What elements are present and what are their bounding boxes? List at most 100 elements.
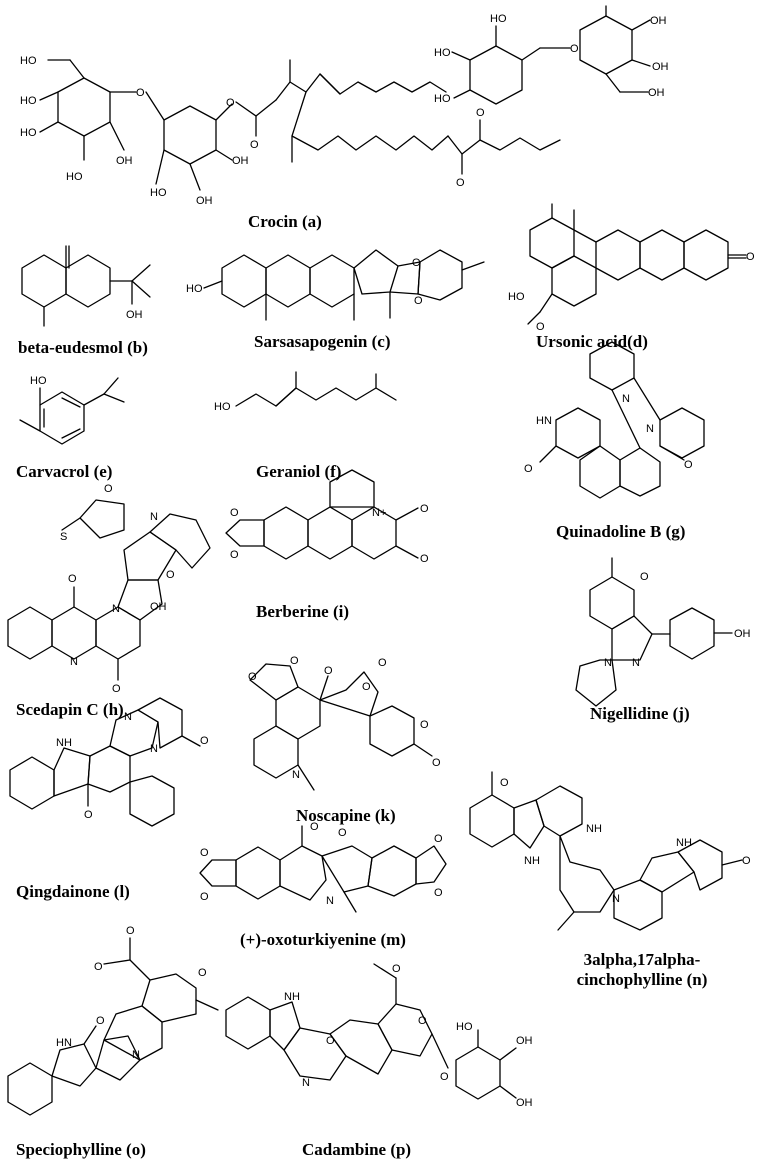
- atom-label: O: [746, 251, 755, 263]
- atom-label: HO: [66, 171, 83, 183]
- caption-crocin: Crocin (a): [248, 212, 322, 231]
- structure-ursonic-acid: O HO O: [508, 203, 755, 333]
- atom-label: OH: [734, 628, 751, 640]
- atom-label: O: [200, 735, 209, 747]
- atom-label: O: [500, 777, 509, 789]
- atom-label: O: [392, 963, 401, 975]
- atom-label: O: [414, 295, 423, 307]
- atom-label: O: [434, 833, 443, 845]
- atom-label: OH: [516, 1035, 533, 1047]
- structure-crocin: HO HO HO HO OH O HO OH OH O O O O HO HO …: [20, 5, 669, 207]
- caption-ursonic-acid: Ursonic acid(d): [536, 332, 648, 351]
- atom-label: N: [622, 393, 630, 405]
- atom-label: OH: [652, 61, 669, 73]
- structure-nigellidine: O N N OH: [575, 557, 751, 707]
- atom-label: O: [248, 671, 257, 683]
- atom-label: N+: [372, 507, 386, 519]
- atom-label: HO: [20, 55, 37, 67]
- atom-label: HO: [20, 127, 37, 139]
- caption-carvacrol: Carvacrol (e): [16, 462, 113, 481]
- atom-label: O: [94, 961, 103, 973]
- caption-beta-eudesmol: beta-eudesmol (b): [18, 338, 148, 357]
- atom-label: N: [150, 511, 158, 523]
- atom-label: HO: [434, 93, 451, 105]
- caption-cinchophylline-line2: cinchophylline (n): [576, 970, 708, 989]
- atom-label: O: [112, 683, 121, 695]
- caption-cinchophylline: 3alpha,17alpha- cinchophylline (n): [542, 950, 742, 990]
- atom-label: N: [150, 743, 158, 755]
- atom-label: NH: [56, 737, 72, 749]
- caption-berberine: Berberine (i): [256, 602, 349, 621]
- atom-label: O: [420, 553, 429, 565]
- structure-oxoturkiyenine: O O O O N O O: [199, 821, 447, 913]
- atom-label: HO: [456, 1021, 473, 1033]
- structure-speciophylline: HN O N O O O: [7, 925, 219, 1116]
- atom-label: O: [230, 507, 239, 519]
- atom-label: NH: [284, 991, 300, 1003]
- structure-berberine: N+ O O O O: [225, 469, 429, 565]
- caption-scedapin-c: Scedapin C (h): [16, 700, 124, 719]
- caption-oxoturkiyenine: (+)-oxoturkiyenine (m): [240, 930, 406, 949]
- caption-speciophylline: Speciophylline (o): [16, 1140, 146, 1159]
- atom-label: O: [166, 569, 175, 581]
- atom-label: O: [456, 177, 465, 189]
- atom-label: O: [126, 925, 135, 937]
- atom-label: O: [338, 827, 347, 839]
- atom-label: O: [524, 463, 533, 475]
- atom-label: OH: [648, 87, 665, 99]
- atom-label: HN: [536, 415, 552, 427]
- atom-label: N: [646, 423, 654, 435]
- structure-cadambine: NH N O O O O HO OH OH: [225, 963, 533, 1109]
- atom-label: O: [230, 549, 239, 561]
- atom-label: O: [412, 257, 421, 269]
- atom-label: O: [536, 321, 545, 333]
- atom-label: O: [570, 43, 579, 55]
- atom-label: OH: [196, 195, 213, 207]
- atom-label: NH: [586, 823, 602, 835]
- atom-label: O: [476, 107, 485, 119]
- atom-label: O: [378, 657, 387, 669]
- atom-label: O: [420, 503, 429, 515]
- structure-sarsasapogenin: HO O O: [186, 249, 485, 321]
- atom-label: O: [290, 655, 299, 667]
- atom-label: O: [200, 847, 209, 859]
- caption-quinadoline-b: Quinadoline B (g): [556, 522, 686, 541]
- structure-geraniol: HO: [214, 371, 397, 413]
- atom-label: OH: [116, 155, 133, 167]
- atom-label: O: [324, 665, 333, 677]
- structure-beta-eudesmol: OH: [21, 245, 151, 327]
- atom-label: N: [132, 1049, 140, 1061]
- atom-label: HN: [56, 1037, 72, 1049]
- atom-label: O: [68, 573, 77, 585]
- caption-nigellidine: Nigellidine (j): [590, 704, 690, 723]
- structure-cinchophylline: O NH NH NH O N: [469, 771, 751, 931]
- atom-label: O: [326, 1035, 335, 1047]
- atom-label: HO: [434, 47, 451, 59]
- atom-label: HO: [20, 95, 37, 107]
- caption-cadambine: Cadambine (p): [302, 1140, 412, 1159]
- atom-label: O: [742, 855, 751, 867]
- atom-label: HO: [214, 401, 231, 413]
- structure-noscapine: N O O O O O O O: [248, 655, 441, 791]
- structure-qingdainone: NH O N N O: [9, 697, 209, 827]
- atom-label: OH: [650, 15, 667, 27]
- atom-label: O: [418, 1015, 427, 1027]
- atom-label: O: [226, 97, 235, 109]
- atom-label: N: [124, 711, 132, 723]
- atom-label: O: [84, 809, 93, 821]
- atom-label: HO: [30, 375, 47, 387]
- atom-label: O: [200, 891, 209, 903]
- atom-label: O: [420, 719, 429, 731]
- atom-label: OH: [232, 155, 249, 167]
- atom-label: N: [112, 603, 120, 615]
- atom-label: O: [310, 821, 319, 833]
- atom-label: N: [292, 769, 300, 781]
- atom-label: N: [70, 656, 78, 668]
- atom-label: HO: [508, 291, 525, 303]
- atom-label: O: [434, 887, 443, 899]
- caption-noscapine: Noscapine (k): [296, 806, 396, 825]
- atom-label: OH: [516, 1097, 533, 1109]
- atom-label: O: [684, 459, 693, 471]
